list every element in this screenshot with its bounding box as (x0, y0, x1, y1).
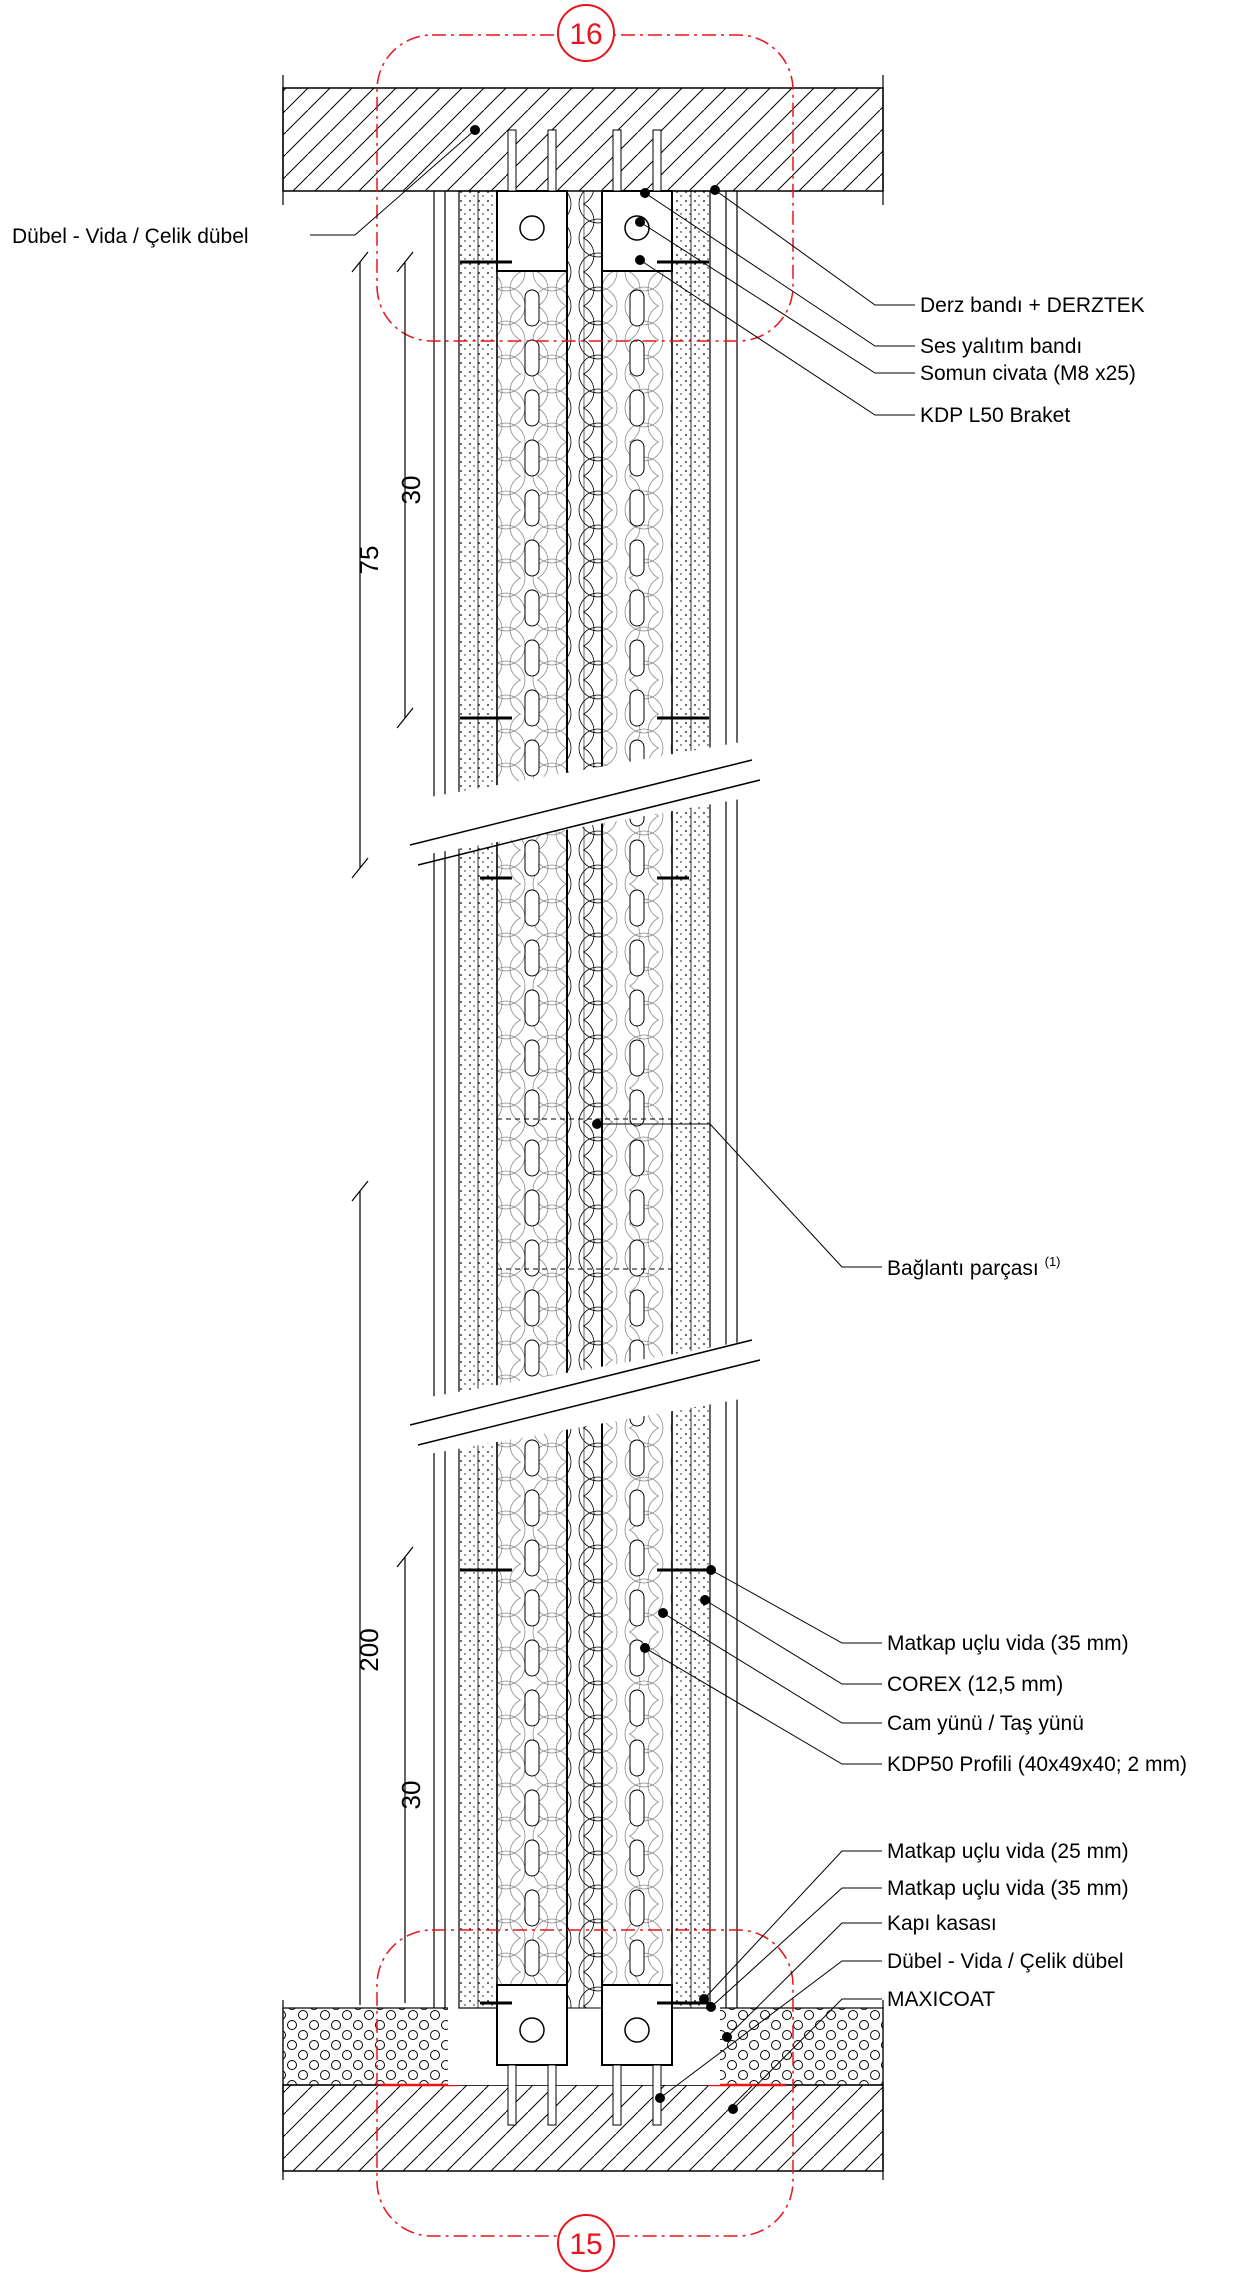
profile-slot (524, 1139, 540, 1177)
profile-slot (629, 439, 645, 477)
dimension-30-bottom: 30 (396, 1781, 426, 1810)
profile-slot (629, 589, 645, 627)
detail-number-15: 15 (569, 2228, 602, 2261)
profile-slot (629, 689, 645, 727)
profile-slot (629, 1189, 645, 1227)
profile-slot (524, 1289, 540, 1327)
profile-slot (629, 489, 645, 527)
screws (460, 260, 709, 2005)
profile-slot (629, 539, 645, 577)
label-matkap-25-bottom: Matkap uçlu vida (25 mm) (887, 1840, 1129, 1863)
profile-slot (524, 1339, 540, 1377)
profile-slot (524, 489, 540, 527)
label-kdp50-profili: KDP50 Profili (40x49x40; 2 mm) (887, 1753, 1187, 1776)
profile-slot (524, 839, 540, 877)
label-maxicoat: MAXICOAT (887, 1988, 995, 2011)
profile-slot (524, 589, 540, 627)
label-cam-yunu: Cam yünü / Taş yünü (887, 1712, 1084, 1735)
profile-slot (524, 1789, 540, 1827)
profile-slot (629, 389, 645, 427)
profile-slot (524, 1539, 540, 1577)
profile-slot (524, 1639, 540, 1677)
profile-slot (524, 1739, 540, 1777)
profile-slot (524, 889, 540, 927)
label-dubel-bottom: Dübel - Vida / Çelik dübel (887, 1950, 1124, 1973)
profile-slot (629, 1539, 645, 1577)
detail-callout-15: 15 (376, 1929, 794, 2272)
profile-slot (524, 1439, 540, 1477)
profile-slot (629, 1289, 645, 1327)
profile-slot (629, 1889, 645, 1927)
dimension-lines (351, 251, 414, 2005)
profile-slot (524, 1089, 540, 1127)
profile-slot (524, 939, 540, 977)
profile-slot (629, 1139, 645, 1177)
profile-slot (629, 1039, 645, 1077)
profile-slot (629, 889, 645, 927)
label-matkap-35: Matkap uçlu vida (35 mm) (887, 1632, 1129, 1655)
bottom-floor (282, 2000, 884, 2180)
label-somun-civata: Somun civata (M8 x25) (920, 362, 1136, 385)
detail-number-16: 16 (569, 18, 602, 51)
label-corex: COREX (12,5 mm) (887, 1673, 1063, 1696)
profile-slot (524, 989, 540, 1027)
wall-body (433, 190, 738, 2009)
profile-slot (524, 539, 540, 577)
dimension-30-top: 30 (396, 476, 426, 505)
profile-slot (524, 1489, 540, 1527)
detail-callout-16: 16 (376, 4, 794, 342)
label-ses-yalitim: Ses yalıtım bandı (920, 335, 1082, 358)
label-kdp-braket: KDP L50 Braket (920, 404, 1070, 427)
profile-slot (629, 1839, 645, 1877)
profile-slot (629, 1689, 645, 1727)
profile-slot (629, 1489, 645, 1527)
profile-slot (629, 639, 645, 677)
profile-slot (524, 1239, 540, 1277)
dimension-75: 75 (354, 546, 384, 575)
profile-slot (629, 289, 645, 327)
brackets (496, 129, 673, 2126)
profile-slot (629, 339, 645, 377)
profile-slot (629, 1589, 645, 1627)
profile-slot (524, 739, 540, 777)
profile-slot (629, 989, 645, 1027)
profile-slot (524, 1839, 540, 1877)
label-dubel-top: Dübel - Vida / Çelik dübel (12, 225, 249, 248)
profile-slot (629, 1789, 645, 1827)
label-baglanti-parcasi: Bağlantı parçası (1) (887, 1254, 1061, 1280)
leader-lines (310, 129, 915, 2110)
profile-slot (524, 689, 540, 727)
profile-slot (524, 1039, 540, 1077)
profile-slot (629, 1939, 645, 1977)
profile-slot (629, 939, 645, 977)
profile-slot (629, 1739, 645, 1777)
profile-slot (629, 1439, 645, 1477)
profile-slot (524, 639, 540, 677)
profile-slot (524, 339, 540, 377)
dimension-200: 200 (354, 1628, 384, 1671)
profile-slot (524, 1689, 540, 1727)
profile-slot (629, 1089, 645, 1127)
profile-slot (524, 1589, 540, 1627)
top-concrete-slab (282, 75, 884, 205)
profile-slot (524, 289, 540, 327)
profile-slot (524, 439, 540, 477)
leader-dots (470, 125, 738, 2114)
label-derz-bandi: Derz bandı + DERZTEK (920, 294, 1145, 317)
profile-slot (524, 1939, 540, 1977)
profile-slot (524, 1189, 540, 1227)
label-matkap-35-bottom: Matkap uçlu vida (35 mm) (887, 1877, 1129, 1900)
profile-slot (524, 389, 540, 427)
profile-slot (524, 1889, 540, 1927)
profile-slot (629, 1239, 645, 1277)
label-kapi-kasasi: Kapı kasası (887, 1912, 997, 1935)
profile-slot (629, 839, 645, 877)
break-lines (407, 740, 763, 1456)
